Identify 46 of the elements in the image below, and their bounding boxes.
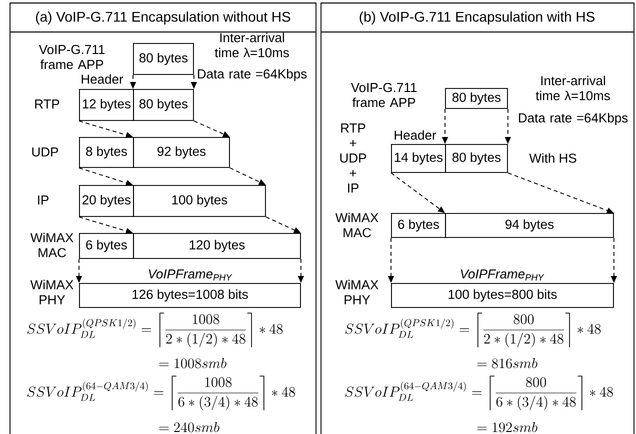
byte-box: 80 bytes: [445, 88, 508, 109]
frame-label: VoIPFrame$_{PHY}$: [460, 269, 544, 281]
header-label: Header: [82, 74, 124, 84]
byte-box: 20 bytes: [79, 185, 134, 217]
layer-label: UDP: [32, 147, 58, 157]
formula: $=816smb$: [477, 358, 538, 368]
formula: $SSVoIP_{DL}^{(QPSK1/2)}=\left\lceil\frac{1008}{2*(1/2)*48}\right\rceil*48$: [27, 312, 283, 348]
note-text: Inter-arrival time λ=10ms: [536, 76, 610, 100]
arrow: [390, 172, 445, 213]
formula: $SSVoIP_{DL}^{(QPSK1/2)}=\left\lceil\frac{800}{2*(1/2)*48}\right\rceil*48$: [345, 312, 601, 348]
byte-box: 6 bytes: [79, 233, 134, 259]
byte-box: 8 bytes: [79, 137, 134, 168]
note-text: Inter-arrival time λ=10ms: [214, 32, 289, 58]
byte-box: 80 bytes: [133, 89, 194, 121]
byte-box: 92 bytes: [133, 137, 230, 168]
layer-label: WiMAX MAC: [335, 212, 378, 238]
formula: $=1008smb$: [159, 358, 226, 368]
byte-box: 6 bytes: [391, 213, 446, 238]
formula: $=240smb$: [159, 422, 220, 432]
formula: $=192smb$: [477, 422, 538, 432]
layer-label: RTP + UDP + IP: [340, 124, 366, 192]
layer-label: WiMAX MAC: [30, 232, 74, 258]
panel-title: (b) VoIP-G.711 Encapsulation with HS: [360, 11, 594, 25]
frame-label: VoIPFrame$_{PHY}$: [148, 269, 232, 281]
byte-box: 80 bytes: [445, 144, 508, 173]
byte-box: 12 bytes: [79, 89, 134, 121]
layer-label: WiMAX PHY: [30, 280, 74, 304]
byte-box: 14 bytes: [391, 144, 446, 173]
byte-box: 100 bytes=800 bits: [391, 283, 614, 308]
layer-label: VoIP-G.711 frame APP: [350, 82, 416, 108]
layer-label: IP: [38, 196, 48, 204]
header-label: Header: [394, 130, 436, 140]
layer-label: RTP: [35, 100, 60, 108]
formula: $SSVoIP_{DL}^{(64-QAM3/4)}=\left\lceil\frac{1008}{6*(3/4)*48}\right\rceil*48$: [27, 376, 295, 410]
byte-box: 80 bytes: [133, 43, 194, 75]
byte-box: 126 bytes=1008 bits: [79, 283, 301, 308]
formula: $SSVoIP_{DL}^{(64-QAM3/4)}=\left\lceil\frac{800}{6*(3/4)*48}\right\rceil*48$: [345, 376, 613, 410]
note-text: Data rate =64Kbps: [518, 112, 628, 126]
note-text: With HS: [529, 153, 576, 163]
byte-box: 94 bytes: [445, 213, 614, 238]
layer-label: WiMAX PHY: [335, 280, 378, 304]
byte-box: 120 bytes: [133, 233, 301, 259]
panel-title: (a) VoIP-G.711 Encapsulation without HS: [36, 11, 290, 25]
note-text: Data rate =64Kbps: [198, 68, 307, 82]
byte-box: 100 bytes: [133, 185, 266, 217]
layer-label: VoIP-G.711 frame APP: [38, 44, 104, 70]
